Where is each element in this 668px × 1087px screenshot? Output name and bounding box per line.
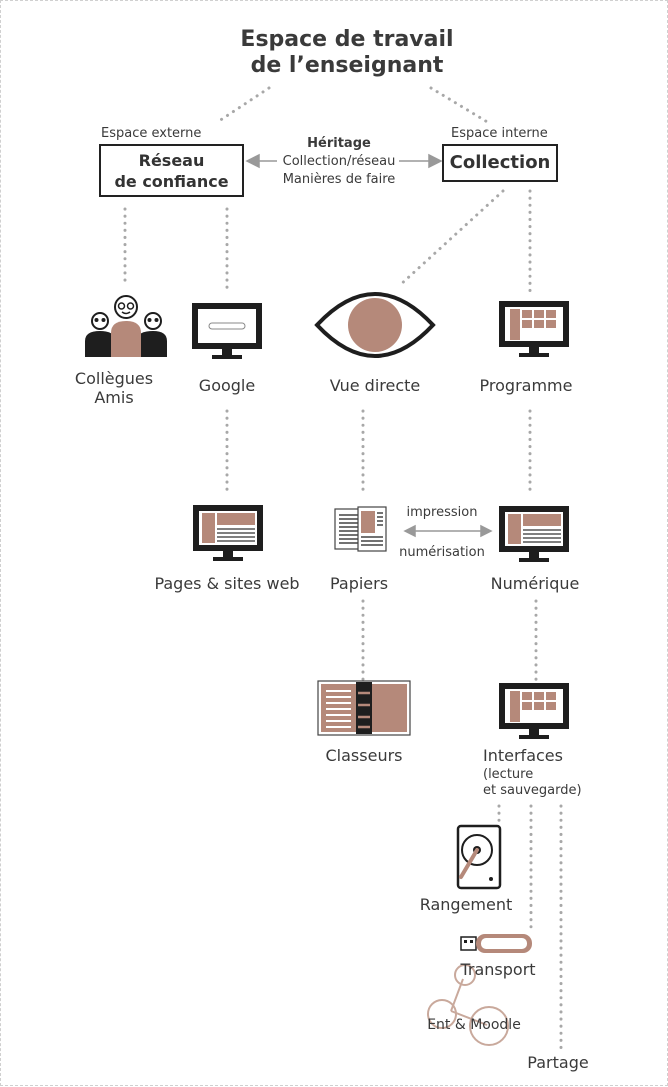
interfaces-sub-1: (lecture: [483, 767, 534, 782]
connector-collection-eye: [397, 189, 505, 288]
internal-space-label: Espace interne: [451, 126, 548, 141]
google-label: Google: [198, 376, 256, 395]
print-arrow-head: [480, 524, 493, 538]
network-icon: [427, 964, 509, 1046]
direct-view-label: Vue directe: [329, 376, 421, 395]
digital-monitor-icon: [499, 506, 569, 562]
google-monitor-icon: [192, 303, 262, 359]
scan-arrow-head: [403, 524, 416, 538]
print-label: impression: [406, 505, 478, 520]
usb-key-icon: [460, 934, 532, 953]
web-pages-label: Pages & sites web: [154, 574, 300, 593]
hard-drive-icon: [456, 824, 502, 890]
trust-network-box: Réseau de confiance: [99, 144, 244, 197]
external-space-label: Espace externe: [101, 126, 202, 141]
scan-label: numérisation: [399, 545, 485, 560]
colleagues-label: Collègues Amis: [75, 369, 153, 407]
title-line-1: Espace de travail: [240, 27, 454, 52]
arrow-right-head: [428, 153, 443, 169]
arrow-left-head: [245, 153, 260, 169]
trust-network-line-1: Réseau: [138, 151, 205, 170]
interfaces-sub-2: et sauvegarde): [483, 783, 582, 798]
heritage-title: Héritage: [307, 136, 371, 151]
people-icon: [85, 295, 167, 357]
digital-label: Numérique: [490, 574, 580, 593]
colleagues-line-2: Amis: [94, 388, 134, 407]
ent-moodle-label: Ent & Moodle: [427, 1017, 521, 1033]
colleagues-line-1: Collègues: [74, 369, 154, 388]
interfaces-label: Interfaces: [483, 746, 563, 765]
binders-label: Classeurs: [325, 746, 403, 765]
storage-label: Rangement: [419, 895, 513, 914]
collection-box: Collection: [442, 144, 558, 182]
heritage-line-2: Manières de faire: [282, 172, 396, 187]
eye-icon: [314, 292, 436, 358]
papers-label: Papiers: [329, 574, 389, 593]
program-monitor-icon: [499, 301, 569, 357]
binder-icon: [317, 680, 411, 736]
program-label: Programme: [479, 376, 573, 395]
transport-label: Transport: [460, 960, 536, 979]
trust-network-line-2: de confiance: [114, 172, 229, 191]
sharing-label: Partage: [527, 1053, 589, 1072]
interfaces-monitor-icon: [499, 683, 569, 739]
connector-title-right: [429, 86, 491, 125]
heritage-line-1: Collection/réseau: [282, 154, 396, 169]
title-line-2: de l’enseignant: [250, 53, 444, 78]
papers-icon: [334, 506, 387, 552]
web-pages-monitor-icon: [193, 505, 263, 561]
